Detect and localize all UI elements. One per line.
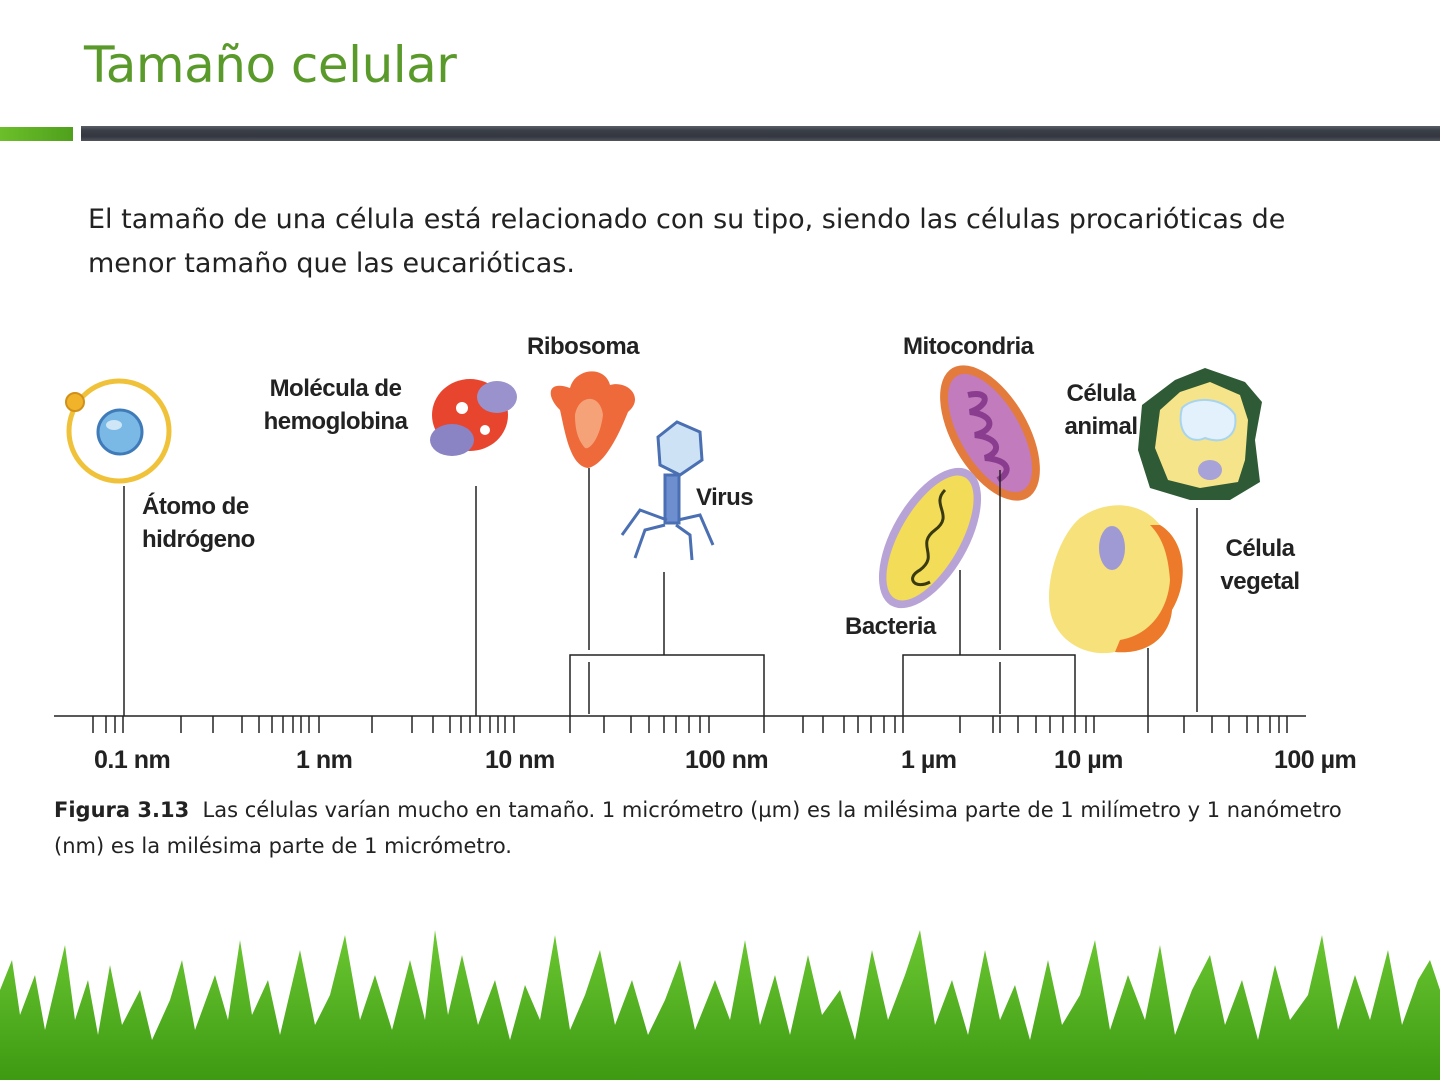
caption-text: Las células varían mucho en tamaño. 1 mi… [54,798,1342,858]
pointer-lines [123,468,1198,716]
bacteria-illustration [878,467,982,609]
tick-label-10nm: 10 nm [485,746,555,774]
label-line: Átomo de [142,493,249,520]
label-celula-vegetal: Célula vegetal [1216,532,1304,598]
slide-title: Tamaño celular [84,36,457,94]
label-line: hemoglobina [263,408,408,435]
cell-size-figure: Átomo de hidrógeno Molécula de hemoglobi… [0,320,1440,800]
label-mitocondria: Mitocondria [903,333,1034,360]
scale-diagram [54,365,1306,733]
tick-label-0-1nm: 0.1 nm [94,746,171,774]
title-accent-bar [0,127,73,141]
tick-label-100um: 100 µm [1274,746,1357,774]
label-atomo-hidrogeno: Átomo de hidrógeno [142,490,255,556]
hydrogen-atom-illustration [65,378,172,484]
body-text: El tamaño de una célula está relacionado… [88,204,1286,279]
tick-label-1um: 1 µm [901,746,957,774]
label-celula-animal: Célula animal [1060,377,1142,443]
label-hemoglobina: Molécula de hemoglobina [258,372,413,438]
ribosome-illustration [550,371,636,468]
tick-label-100nm: 100 nm [685,746,769,774]
virus-illustration [620,420,715,561]
label-line: hidrógeno [142,526,255,553]
grass-decoration [0,930,1440,1080]
label-line: Molécula de [269,375,402,402]
animal-cell-illustration [1049,505,1183,654]
label-bacteria: Bacteria [845,613,936,640]
label-line: vegetal [1220,568,1300,595]
caption-label: Figura 3.13 [54,798,190,822]
tick-label-10um: 10 µm [1054,746,1123,774]
plant-cell-illustration [1138,368,1262,500]
title-divider-bar [81,126,1440,141]
label-ribosoma: Ribosoma [527,333,640,360]
mitochondria-illustration [940,365,1040,501]
hemoglobin-illustration [430,379,517,456]
label-virus: Virus [696,484,754,511]
label-line: Célula [1225,535,1295,562]
figure-caption: Figura 3.13 Las células varían mucho en … [54,792,1394,864]
log-scale-axis [54,715,1306,733]
tick-label-1nm: 1 nm [296,746,353,774]
label-line: Célula [1066,380,1136,407]
label-line: animal [1064,413,1138,440]
